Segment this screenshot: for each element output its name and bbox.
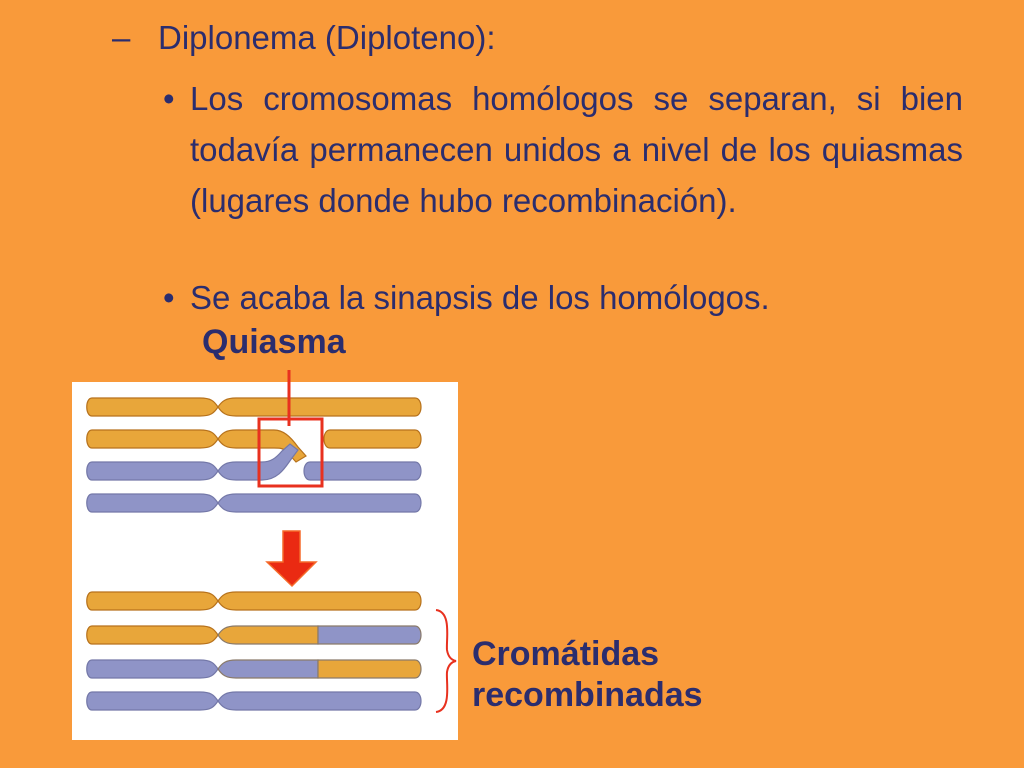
homologs-with-chiasma (86, 397, 422, 513)
orange-chromatid-left (86, 625, 219, 645)
recombined-label-line-1: Cromátidas (472, 635, 660, 673)
orange-chromatid-right (217, 397, 422, 417)
blue-chromatid-left (86, 461, 219, 481)
recombined-chromatid-right (217, 625, 319, 645)
orange-chromatid-left (86, 429, 219, 449)
recombined-chromatids-label: Cromátidas recombinadas (472, 634, 703, 716)
bullet-text: Se acaba la sinapsis de los homólogos. (190, 279, 770, 316)
recombined-chromatid-right (217, 659, 319, 679)
blue-chromatid-right (303, 461, 422, 481)
recombined-label-line-2: recombinadas (472, 676, 703, 714)
heading-dash: – (112, 19, 131, 56)
blue-chromatid-left (86, 493, 219, 513)
orange-chromatid-left (86, 591, 219, 611)
recombined-chromatid-right (317, 659, 422, 679)
heading-text: Diplonema (Diploteno): (158, 19, 496, 56)
bullet-mark: • (163, 80, 175, 117)
bullet-text: Los cromosomas homólogos se separan, si … (190, 80, 963, 219)
orange-chromatid-right (217, 429, 307, 463)
blue-chromatid-right (217, 691, 422, 711)
bullet-mark: • (163, 279, 175, 316)
blue-chromatid-left (86, 691, 219, 711)
blue-chromatid-left (86, 659, 219, 679)
recombined-brace (435, 609, 457, 713)
slide-heading: –Diplonema (Diploteno): (112, 16, 496, 60)
orange-chromatid-right (323, 429, 422, 449)
recombined-homologs (86, 591, 422, 711)
recombined-chromatid-right (317, 625, 422, 645)
orange-chromatid-left (86, 397, 219, 417)
orange-chromatid-right (217, 591, 422, 611)
blue-chromatid-right (217, 493, 422, 513)
down-arrow-icon (265, 530, 318, 588)
quiasma-label: Quiasma (202, 323, 346, 361)
bullet-item-1: • Los cromosomas homólogos se separan, s… (163, 73, 963, 226)
bullet-item-2: • Se acaba la sinapsis de los homólogos. (163, 272, 963, 323)
